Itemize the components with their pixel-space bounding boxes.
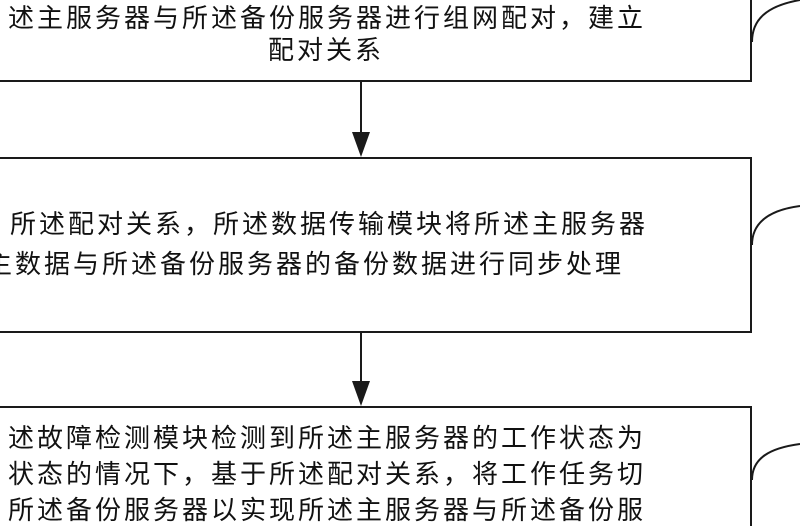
step-3-line-1: 述故障检测模块检测到所述主服务器的工作状态为 [8,424,647,454]
step-2-line-2: 主数据与所述备份服务器的备份数据进行同步处理 [0,250,625,280]
step-1-line-2: 配对关系 [268,36,385,66]
step-2-leader-curve [751,205,800,246]
arrowhead-2-3 [352,381,370,406]
step-3-line-2: 状态的情况下，基于所述配对关系，将工作任务切 [8,460,647,490]
step-1-line-1: 述主服务器与所述备份服务器进行组网配对，建立 [8,4,647,34]
step-1-leader-curve [751,0,800,43]
step-2-line-1: 所述配对关系，所述数据传输模块将所述主服务器 [10,210,649,240]
step-3-line-3: 所述备份服务器以实现所述主服务器与所述备份服 [8,496,647,526]
arrowhead-1-2 [352,132,370,157]
step-box-2 [0,157,752,333]
step-box-1 [0,0,752,82]
step-box-3 [0,406,752,526]
step-3-leader-curve [751,443,800,481]
